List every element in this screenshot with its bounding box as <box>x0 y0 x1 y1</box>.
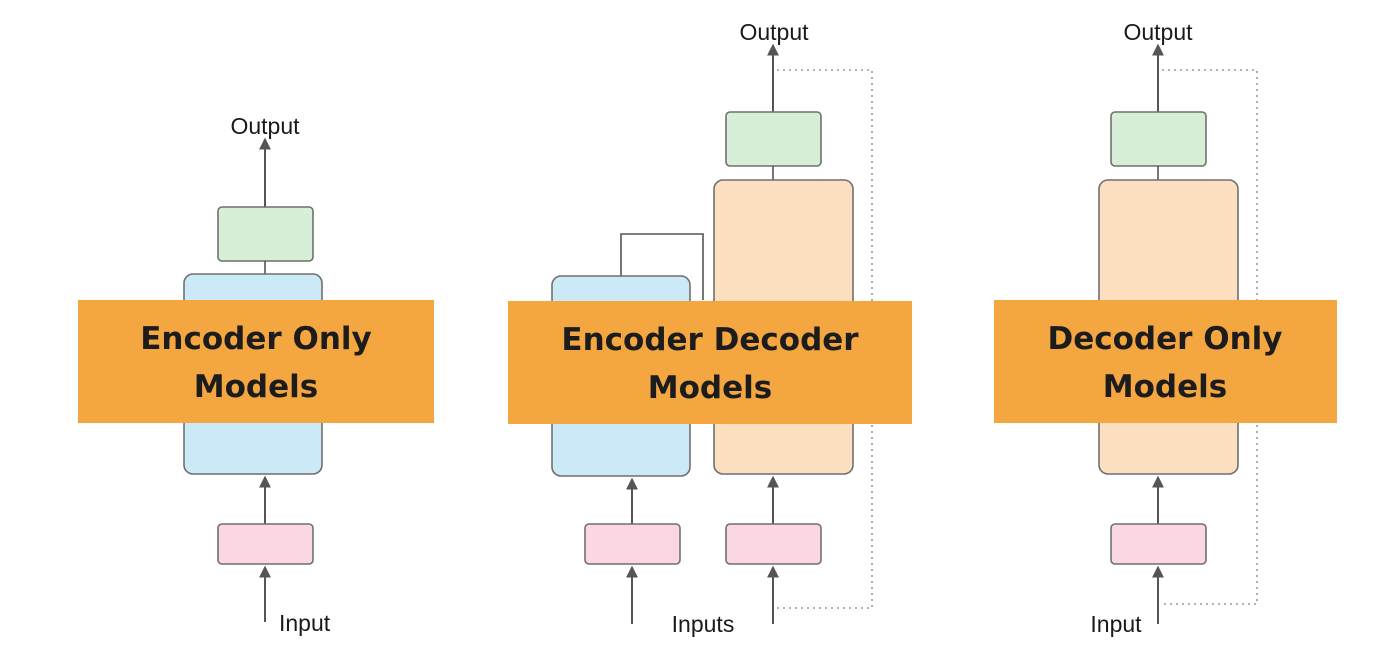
title-line-1: Encoder Only <box>140 321 371 357</box>
output-label: Output <box>230 113 300 139</box>
input-label: Input <box>1090 611 1142 637</box>
title-line-1: Encoder Decoder <box>561 322 859 358</box>
encoder-only-panel: Output Input Encoder Only Models <box>78 113 434 636</box>
title-banner <box>78 300 434 423</box>
title-banner <box>508 301 912 424</box>
title-line-2: Models <box>1103 369 1227 405</box>
output-head-box <box>217 206 314 262</box>
decoder-input-embedding-box <box>725 523 822 565</box>
input-label: Input <box>279 610 331 636</box>
cross-attention-connector <box>620 233 704 300</box>
output-label: Output <box>739 19 809 45</box>
inputs-label: Inputs <box>672 611 735 637</box>
input-embedding-box <box>1110 523 1207 565</box>
output-label: Output <box>1123 19 1193 45</box>
title-line-1: Decoder Only <box>1048 321 1283 357</box>
encoder-decoder-panel: Output Inputs Encoder Decoder Models <box>508 19 912 637</box>
title-line-2: Models <box>648 370 772 406</box>
title-line-2: Models <box>194 369 318 405</box>
title-banner <box>994 300 1337 423</box>
decoder-only-panel: Output Input Decoder Only Models <box>994 19 1337 637</box>
input-embedding-box <box>217 523 314 565</box>
output-head-box <box>725 111 822 167</box>
encoder-input-embedding-box <box>584 523 681 565</box>
output-head-box <box>1110 111 1207 167</box>
